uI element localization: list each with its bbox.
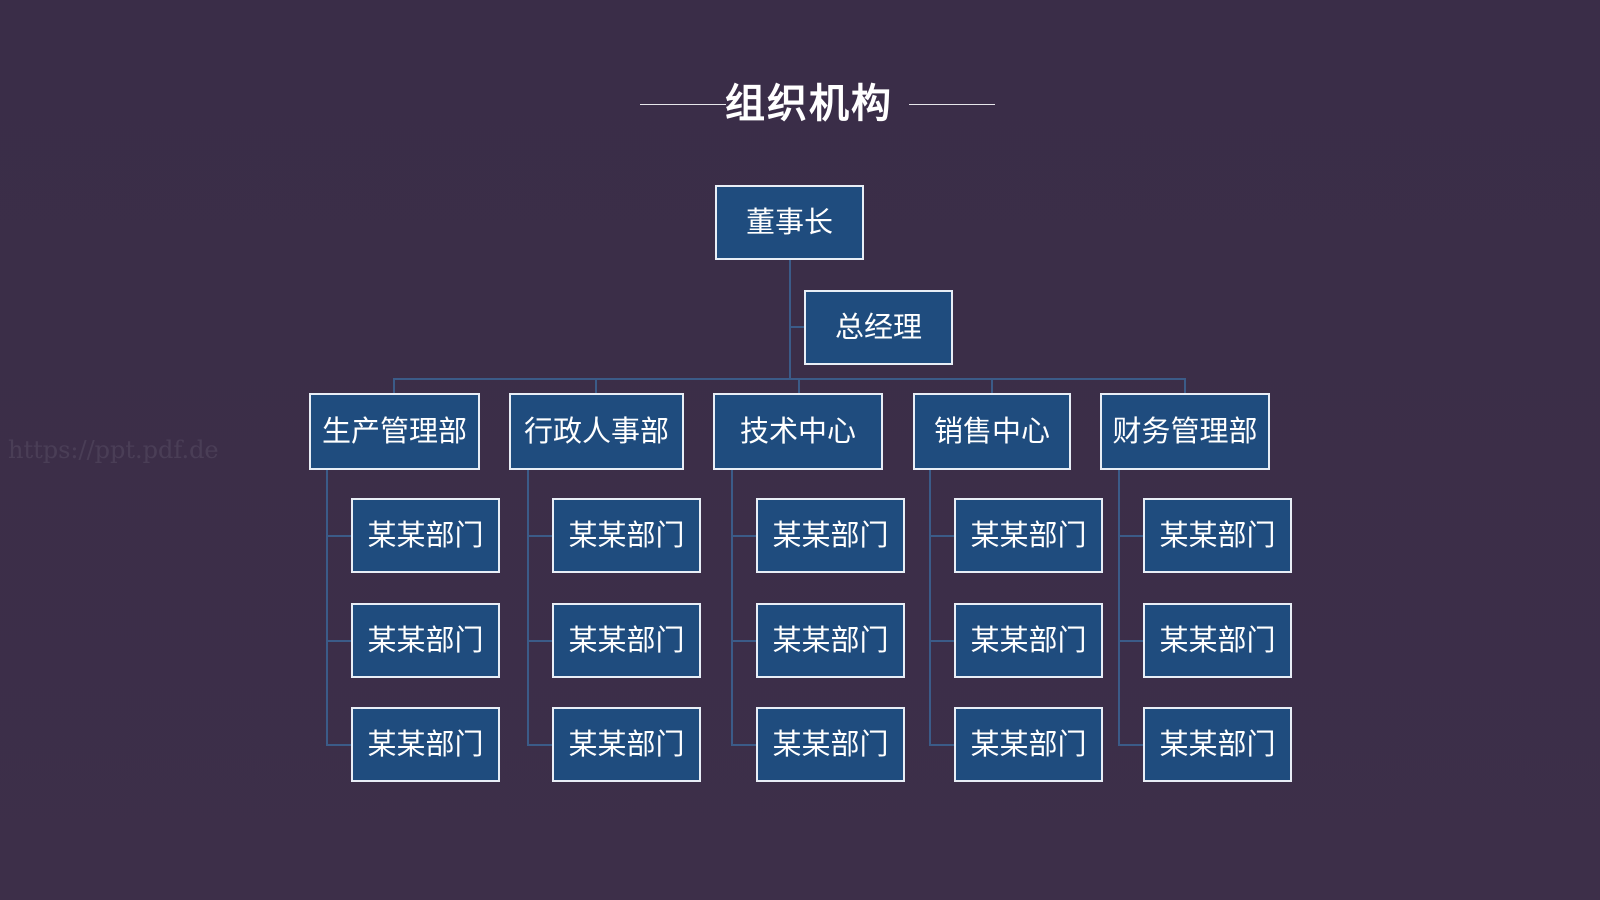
branch-vertical-4	[1118, 470, 1120, 746]
node-dept-sales: 销售中心	[913, 393, 1071, 470]
branch-vertical-0	[326, 470, 328, 746]
node-sub-dept: 某某部门	[756, 603, 905, 678]
connector-dept-4	[1184, 378, 1186, 394]
node-sub-dept: 某某部门	[954, 707, 1103, 782]
node-sub-dept: 某某部门	[756, 707, 905, 782]
node-chairman: 董事长	[715, 185, 864, 260]
branch-vertical-2	[731, 470, 733, 746]
node-general-manager: 总经理	[804, 290, 953, 365]
node-sub-dept: 某某部门	[1143, 498, 1292, 573]
branch-h-3-2	[929, 744, 954, 746]
watermark: https://ppt.pdf.de	[8, 436, 219, 464]
branch-h-2-2	[731, 744, 756, 746]
node-sub-dept: 某某部门	[351, 707, 500, 782]
connector-dept-2	[798, 378, 800, 394]
branch-h-0-2	[326, 744, 351, 746]
title-line-left	[640, 104, 726, 105]
title-area: 组织机构	[0, 78, 1600, 130]
branch-h-0-0	[326, 535, 351, 537]
connector-dept-0	[393, 378, 395, 394]
node-sub-dept: 某某部门	[552, 603, 701, 678]
node-sub-dept: 某某部门	[351, 603, 500, 678]
node-sub-dept: 某某部门	[1143, 707, 1292, 782]
branch-h-4-2	[1118, 744, 1143, 746]
slide-title: 组织机构	[725, 81, 893, 127]
connector-dept-1	[595, 378, 597, 394]
node-dept-tech: 技术中心	[713, 393, 883, 470]
connector-dept-3	[991, 378, 993, 394]
branch-h-2-1	[731, 640, 756, 642]
connector-dept-bus	[393, 378, 1186, 380]
branch-vertical-3	[929, 470, 931, 746]
branch-h-3-1	[929, 640, 954, 642]
branch-vertical-1	[527, 470, 529, 746]
branch-h-1-2	[527, 744, 552, 746]
node-dept-finance: 财务管理部	[1100, 393, 1270, 470]
branch-h-1-0	[527, 535, 552, 537]
node-sub-dept: 某某部门	[552, 707, 701, 782]
node-sub-dept: 某某部门	[954, 603, 1103, 678]
branch-h-4-0	[1118, 535, 1143, 537]
title-line-right	[909, 104, 995, 105]
branch-h-0-1	[326, 640, 351, 642]
node-sub-dept: 某某部门	[1143, 603, 1292, 678]
node-sub-dept: 某某部门	[552, 498, 701, 573]
node-sub-dept: 某某部门	[756, 498, 905, 573]
node-sub-dept: 某某部门	[351, 498, 500, 573]
node-dept-production: 生产管理部	[309, 393, 480, 470]
branch-h-2-0	[731, 535, 756, 537]
node-dept-admin-hr: 行政人事部	[509, 393, 684, 470]
node-sub-dept: 某某部门	[954, 498, 1103, 573]
branch-h-4-1	[1118, 640, 1143, 642]
branch-h-1-1	[527, 640, 552, 642]
connector-to-general-manager	[790, 326, 805, 328]
branch-h-3-0	[929, 535, 954, 537]
connector-chairman-down	[789, 260, 791, 379]
